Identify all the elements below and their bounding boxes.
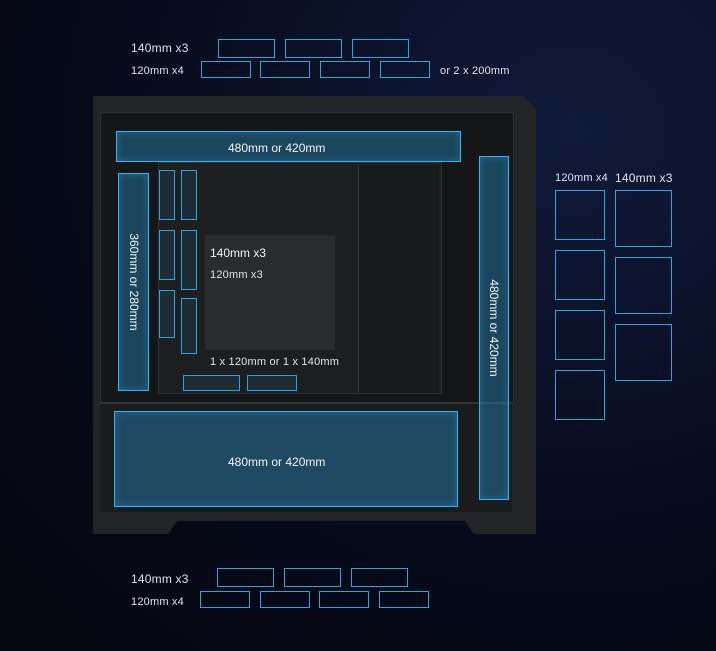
bottom-120-label: 120mm x4 bbox=[131, 596, 184, 608]
top-140-fan bbox=[218, 39, 275, 58]
right-radiator-label: 480mm or 420mm bbox=[487, 279, 501, 377]
top-alt-label: or 2 x 200mm bbox=[440, 65, 510, 77]
side-140-fan bbox=[615, 190, 672, 247]
left-radiator-label: 360mm or 280mm bbox=[127, 233, 141, 331]
side-fan-slot bbox=[159, 170, 175, 220]
side-140-fan bbox=[615, 257, 672, 314]
cable-panel bbox=[358, 165, 439, 393]
bottom-radiator bbox=[114, 411, 458, 507]
side-140-fan bbox=[615, 324, 672, 381]
side-140-label: 140mm x3 bbox=[615, 171, 673, 185]
side-120-fan bbox=[555, 190, 605, 240]
side-fan-slot bbox=[159, 290, 175, 338]
top-120-fan bbox=[201, 61, 251, 78]
mid-120-label: 120mm x3 bbox=[210, 269, 263, 281]
left-radiator bbox=[118, 173, 149, 391]
side-120-fan bbox=[555, 250, 605, 300]
side-120-fan bbox=[555, 370, 605, 420]
bottom-140-fan bbox=[351, 568, 408, 587]
top-120-fan bbox=[260, 61, 310, 78]
top-120-label: 120mm x4 bbox=[131, 65, 184, 77]
bottom-radiator-label: 480mm or 420mm bbox=[228, 455, 326, 469]
side-fan-slot bbox=[181, 170, 197, 220]
top-140-fan bbox=[285, 39, 342, 58]
rear-fan-label: 1 x 120mm or 1 x 140mm bbox=[210, 356, 340, 368]
side-120-label: 120mm x4 bbox=[555, 172, 608, 184]
right-radiator bbox=[479, 156, 509, 500]
top-120-fan bbox=[320, 61, 370, 78]
bottom-140-label: 140mm x3 bbox=[131, 572, 189, 586]
top-120-fan bbox=[380, 61, 430, 78]
side-fan-slot bbox=[181, 298, 197, 354]
cpu-cutout bbox=[205, 235, 335, 350]
bottom-140-fan bbox=[217, 568, 274, 587]
bottom-120-fan bbox=[260, 591, 310, 608]
side-fan-slot bbox=[159, 230, 175, 280]
top-140-label: 140mm x3 bbox=[131, 41, 189, 55]
side-120-fan bbox=[555, 310, 605, 360]
top-radiator bbox=[116, 131, 461, 162]
side-fan-slot bbox=[181, 230, 197, 290]
top-radiator-label: 480mm or 420mm bbox=[228, 141, 326, 155]
bottom-120-fan bbox=[319, 591, 369, 608]
top-140-fan bbox=[352, 39, 409, 58]
bottom-140-fan bbox=[284, 568, 341, 587]
mid-140-label: 140mm x3 bbox=[210, 246, 267, 260]
rear-fan-slot bbox=[183, 375, 240, 391]
rear-fan-slot bbox=[247, 375, 297, 391]
psu-shroud bbox=[100, 402, 512, 512]
bottom-120-fan bbox=[200, 591, 250, 608]
bottom-120-fan bbox=[379, 591, 429, 608]
